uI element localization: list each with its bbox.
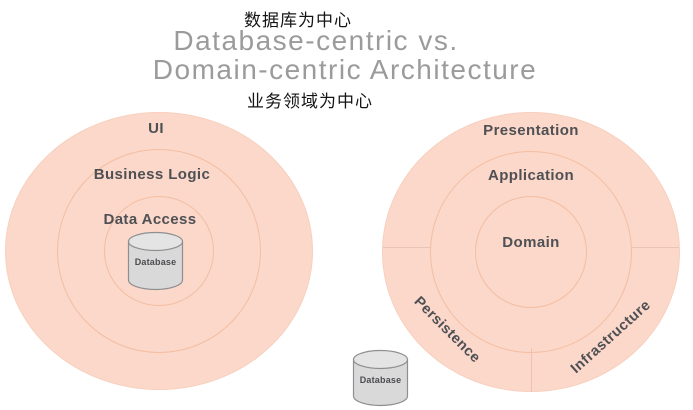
layer-label-data-access: Data Access — [103, 211, 197, 228]
label-domain-centric-zh: 业务领域为中心 — [247, 92, 373, 111]
database-label: Database — [134, 257, 177, 267]
layer-label-domain: Domain — [502, 234, 560, 251]
label-database-centric-zh: 数据库为中心 — [244, 11, 352, 30]
sector-divider-right — [632, 247, 679, 248]
layer-label-ui: UI — [148, 120, 164, 137]
sector-divider-bottom — [531, 348, 532, 392]
database-label: Database — [359, 375, 402, 385]
left-inner-ring — [104, 196, 214, 306]
database-cylinder-external: Database — [352, 349, 409, 409]
sector-divider-left — [383, 247, 431, 248]
database-cylinder-icon — [127, 231, 184, 291]
right-inner-ring — [475, 196, 587, 308]
database-cylinder-center: Database — [127, 231, 184, 291]
layer-label-application: Application — [487, 167, 575, 184]
database-cylinder-icon — [352, 349, 409, 407]
page-title-line1: Database-centric vs. — [173, 25, 459, 56]
layer-label-business-logic: Business Logic — [93, 166, 211, 183]
page-title-line2: Domain-centric Architecture — [152, 54, 538, 85]
left-middle-ring — [57, 149, 261, 353]
layer-label-presentation: Presentation — [483, 122, 579, 139]
